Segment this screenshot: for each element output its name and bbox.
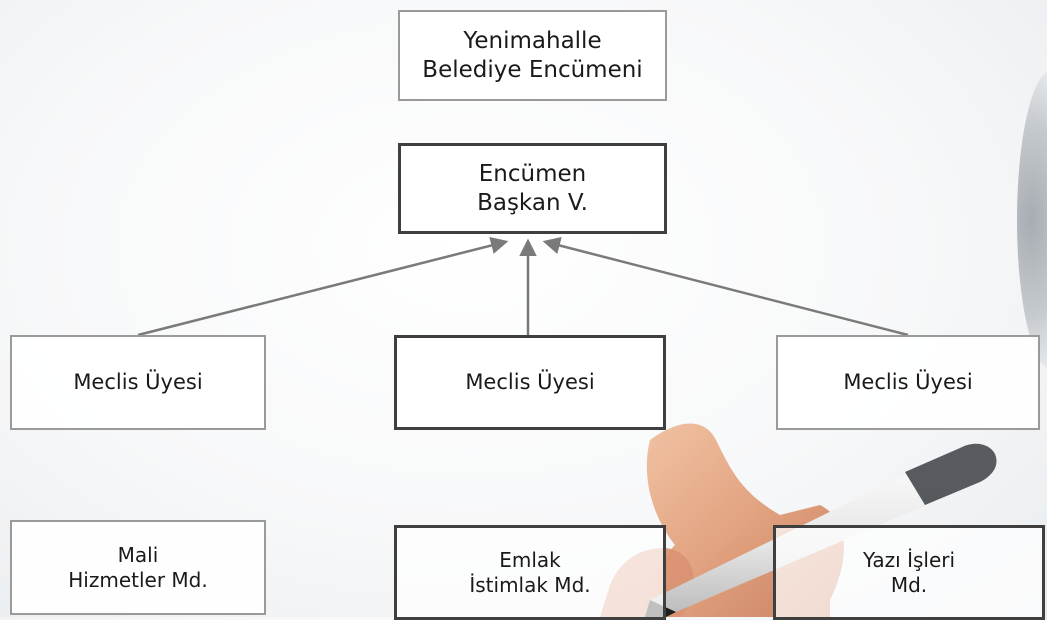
council-node: Yenimahalle Belediye Encümeni (398, 10, 667, 101)
arrow-right-member-to-vice (542, 237, 909, 337)
directorate-node-real-estate: Emlak İstimlak Md. (394, 525, 666, 620)
arrow-left-member-to-vice (137, 236, 509, 337)
member-node-center: Meclis Üyesi (394, 335, 666, 430)
member-node-left: Meclis Üyesi (10, 335, 266, 430)
directorate-node-clerical: Yazı İşleri Md. (773, 525, 1045, 620)
member-label: Meclis Üyesi (843, 369, 973, 394)
member-label: Meclis Üyesi (73, 369, 203, 394)
vice-chair-label: Encümen Başkan V. (477, 161, 588, 216)
council-label: Yenimahalle Belediye Encümeni (422, 28, 643, 83)
directorate-label: Mali Hizmetler Md. (68, 543, 208, 592)
member-label: Meclis Üyesi (465, 369, 595, 394)
vice-chair-node: Encümen Başkan V. (398, 143, 667, 234)
directorate-node-finance: Mali Hizmetler Md. (10, 520, 266, 615)
directorate-label: Yazı İşleri Md. (862, 548, 956, 597)
pen-band (905, 443, 997, 505)
directorate-label: Emlak İstimlak Md. (469, 548, 591, 597)
member-node-right: Meclis Üyesi (776, 335, 1040, 430)
